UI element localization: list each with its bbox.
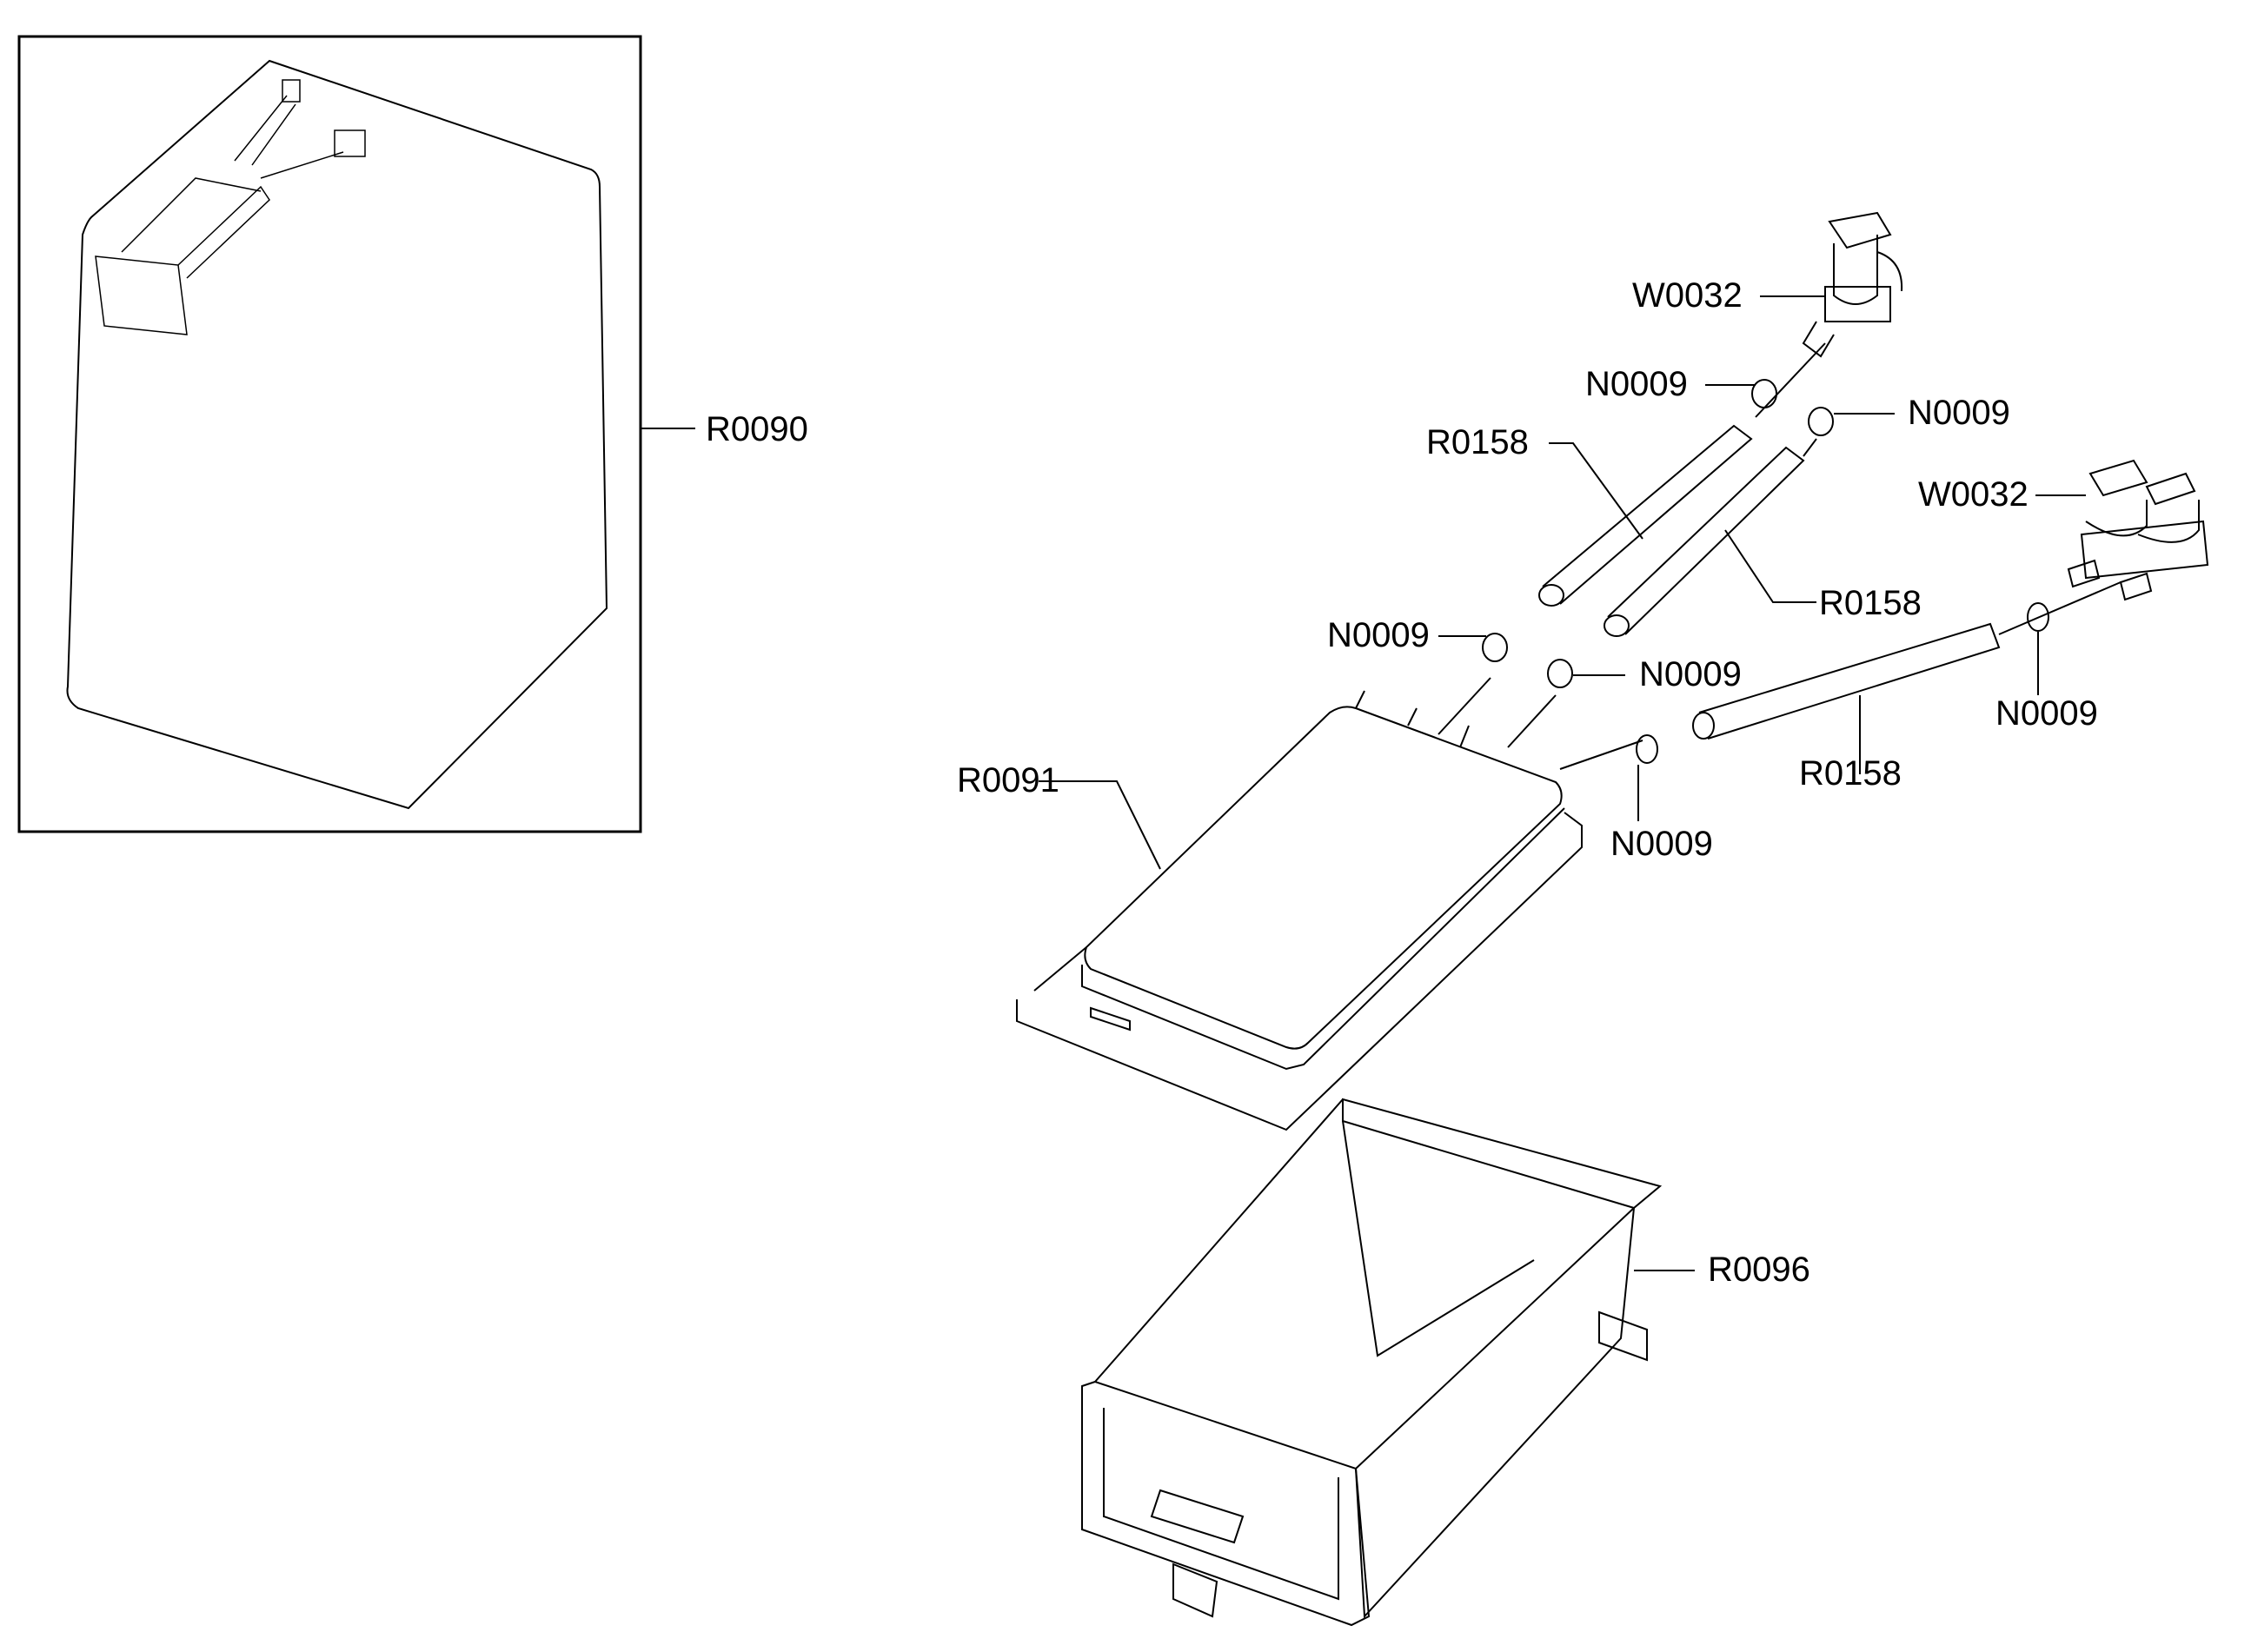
label-n0009-3: N0009 xyxy=(1327,616,1430,654)
label-n0009-6: N0009 xyxy=(1610,825,1713,863)
inset-mini-assembly xyxy=(95,79,366,335)
label-r0158-2: R0158 xyxy=(1819,584,1922,622)
inset-frame xyxy=(17,35,642,833)
label-n0009-4: N0009 xyxy=(1639,655,1742,693)
label-n0009-5: N0009 xyxy=(1995,694,2098,733)
water-valve-single xyxy=(1802,211,1903,358)
hose-1 xyxy=(1538,424,1753,607)
water-valve-double xyxy=(2067,459,2209,601)
clamps xyxy=(1482,379,2049,764)
label-r0090: R0090 xyxy=(706,410,808,448)
dispenser-cover xyxy=(1016,690,1583,1131)
inset-outline xyxy=(66,59,608,810)
hose-3 xyxy=(1692,622,2001,740)
dispenser-drawer xyxy=(1081,1098,1663,1627)
label-n0009-2: N0009 xyxy=(1908,394,2010,432)
label-w0032-single: W0032 xyxy=(1632,276,1743,315)
label-r0091: R0091 xyxy=(957,761,1059,799)
label-r0158-1: R0158 xyxy=(1426,423,1529,461)
label-n0009-1: N0009 xyxy=(1585,365,1688,403)
hose-2 xyxy=(1604,446,1805,637)
label-r0096: R0096 xyxy=(1708,1251,1810,1289)
label-w0032-double: W0032 xyxy=(1918,475,2029,514)
label-r0158-3: R0158 xyxy=(1799,754,1902,793)
